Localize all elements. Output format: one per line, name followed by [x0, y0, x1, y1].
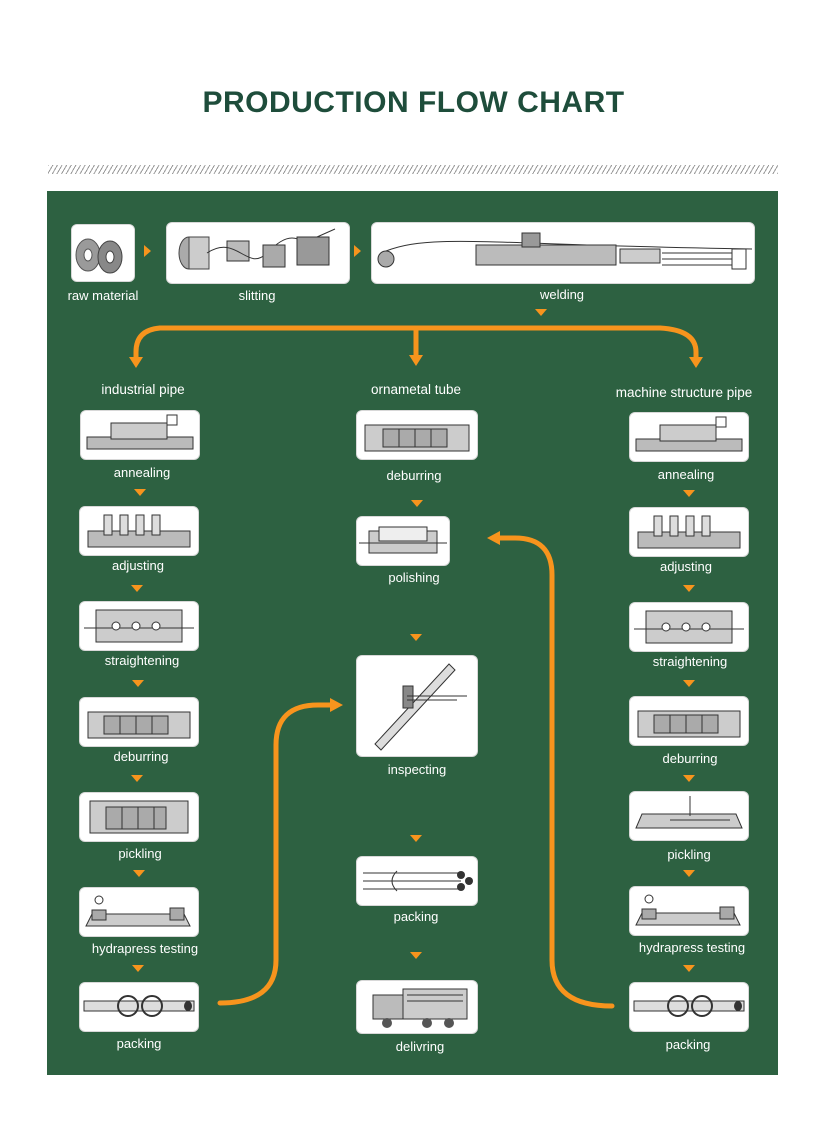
annealing-image — [80, 410, 200, 460]
page-title: PRODUCTION FLOW CHART — [202, 86, 625, 119]
step-arrow — [410, 634, 422, 641]
step-label: hydrapress testing — [638, 940, 746, 955]
step-label: pickling — [118, 846, 162, 861]
step-arrow — [683, 585, 695, 592]
step-label: adjusting — [111, 558, 165, 573]
slitting-image — [166, 222, 350, 284]
step-arrow — [131, 775, 143, 782]
polishing-image — [356, 516, 450, 566]
pickling-image — [79, 792, 199, 842]
adjusting-image — [629, 507, 749, 557]
step-arrow — [132, 680, 144, 687]
step-arrow — [683, 870, 695, 877]
step-arrow — [683, 965, 695, 972]
step-arrow — [411, 500, 423, 507]
step-arrow — [131, 585, 143, 592]
step-label: polishing — [388, 570, 440, 585]
step-arrow — [132, 965, 144, 972]
deburring-image — [356, 410, 478, 460]
packing-image — [356, 856, 478, 906]
step-label: deburring — [113, 749, 169, 764]
step-label: hydrapress testing — [91, 941, 199, 956]
step-label: deburring — [386, 468, 442, 483]
top-step-label: raw material — [67, 288, 139, 303]
branch-heading-industrial-pipe: industrial pipe — [101, 382, 185, 397]
step-arrow — [410, 952, 422, 959]
pickling-image — [629, 791, 749, 841]
annealing-image — [629, 412, 749, 462]
hydrapress-testing-image — [79, 887, 199, 937]
welding-image — [371, 222, 755, 284]
top-step-label: slitting — [238, 288, 276, 303]
inspecting-image — [356, 655, 478, 757]
branch-heading-machine-structure-pipe: machine structure pipe — [615, 385, 753, 400]
step-label: annealing — [657, 467, 715, 482]
step-label: straightening — [104, 653, 180, 668]
step-label: straightening — [652, 654, 728, 669]
step-label: packing — [393, 909, 439, 924]
step-label: pickling — [667, 847, 711, 862]
step-label: delivring — [395, 1039, 445, 1054]
top-arrow — [354, 245, 361, 257]
branch-heading-ornametal-tube: ornametal tube — [370, 382, 462, 397]
hydrapress-testing-image — [629, 886, 749, 936]
adjusting-image — [79, 506, 199, 556]
deburring-image — [629, 696, 749, 746]
hatch-divider — [48, 165, 778, 174]
step-label: annealing — [113, 465, 171, 480]
top-arrow — [144, 245, 151, 257]
step-arrow — [134, 489, 146, 496]
step-arrow — [683, 680, 695, 687]
delivring-image — [356, 980, 478, 1034]
step-label: packing — [665, 1037, 711, 1052]
step-label: adjusting — [659, 559, 713, 574]
deburring-image — [79, 697, 199, 747]
step-arrow — [410, 835, 422, 842]
straightening-image — [79, 601, 199, 651]
step-label: deburring — [662, 751, 718, 766]
step-arrow — [683, 490, 695, 497]
top-step-label: welding — [539, 287, 585, 302]
packing-image — [629, 982, 749, 1032]
raw-material-image — [71, 224, 135, 282]
step-label: inspecting — [387, 762, 447, 777]
step-arrow — [683, 775, 695, 782]
packing-image — [79, 982, 199, 1032]
step-arrow — [535, 309, 547, 316]
straightening-image — [629, 602, 749, 652]
step-label: packing — [116, 1036, 162, 1051]
step-arrow — [133, 870, 145, 877]
